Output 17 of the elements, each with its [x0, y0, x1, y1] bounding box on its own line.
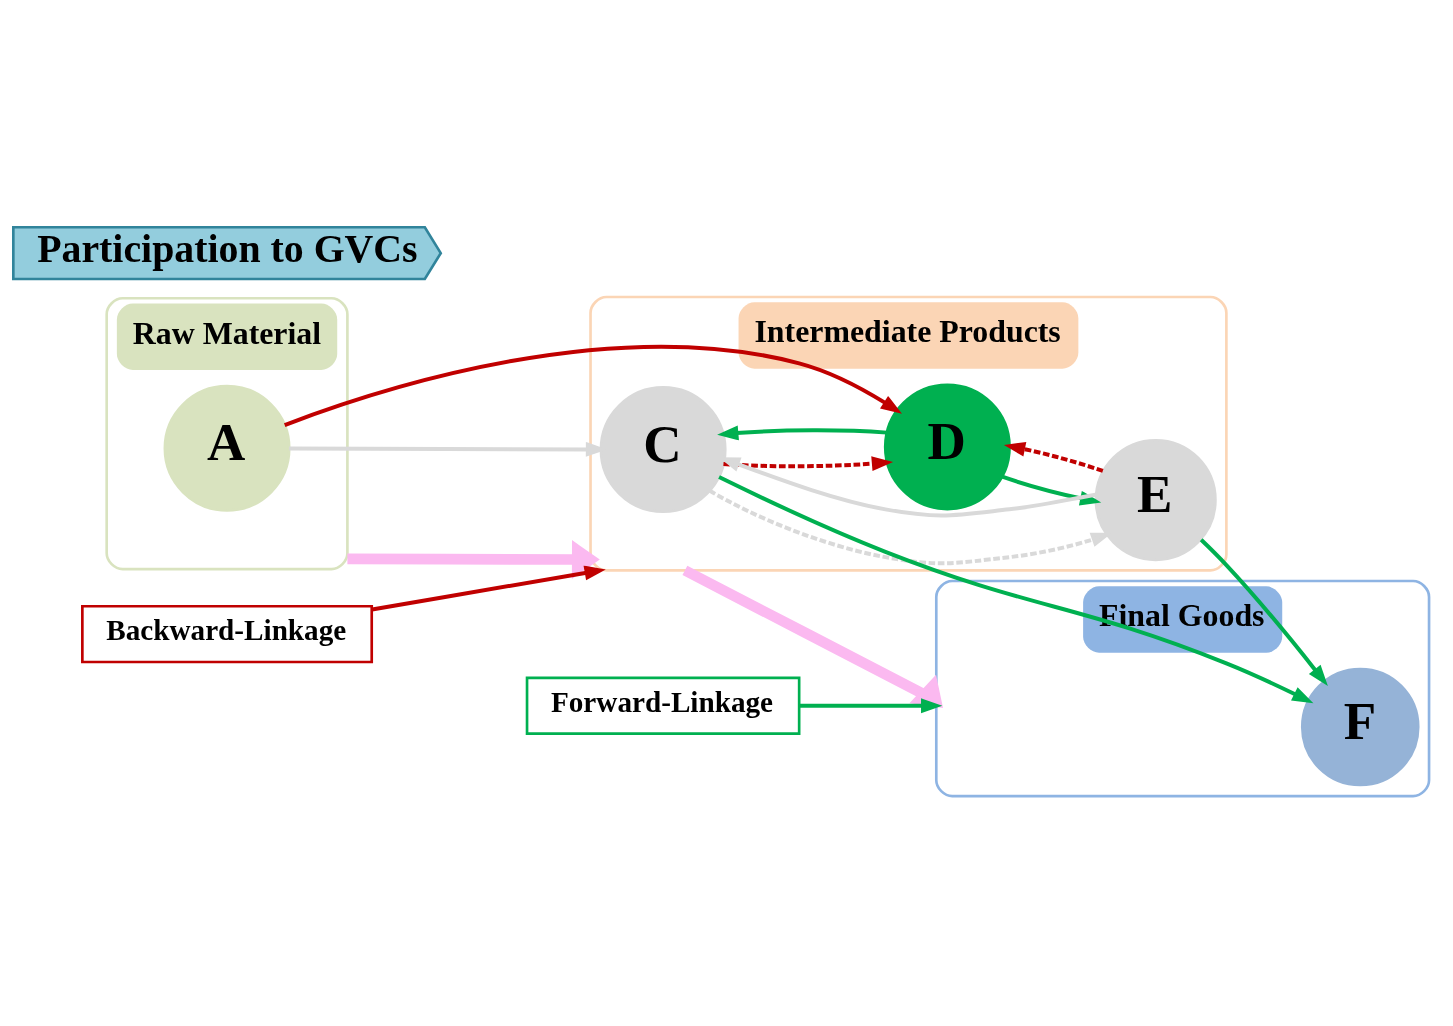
node-circle: D	[883, 383, 1011, 511]
node-box: Backward-Linkage	[81, 604, 374, 664]
arrow	[284, 344, 902, 427]
arrow	[682, 565, 944, 709]
node-circle: E	[1094, 439, 1217, 562]
arrow	[717, 425, 888, 441]
arrow	[1003, 441, 1104, 473]
arrow	[718, 475, 1314, 704]
node-circle: C	[599, 386, 727, 514]
arrow	[723, 456, 894, 472]
arrow	[799, 698, 943, 714]
node-box: Forward-Linkage	[525, 676, 801, 735]
node-circle: A	[163, 384, 291, 512]
arrow	[1199, 538, 1328, 687]
arrow	[347, 540, 600, 579]
arrow	[371, 565, 606, 612]
node-circle: F	[1300, 667, 1420, 787]
